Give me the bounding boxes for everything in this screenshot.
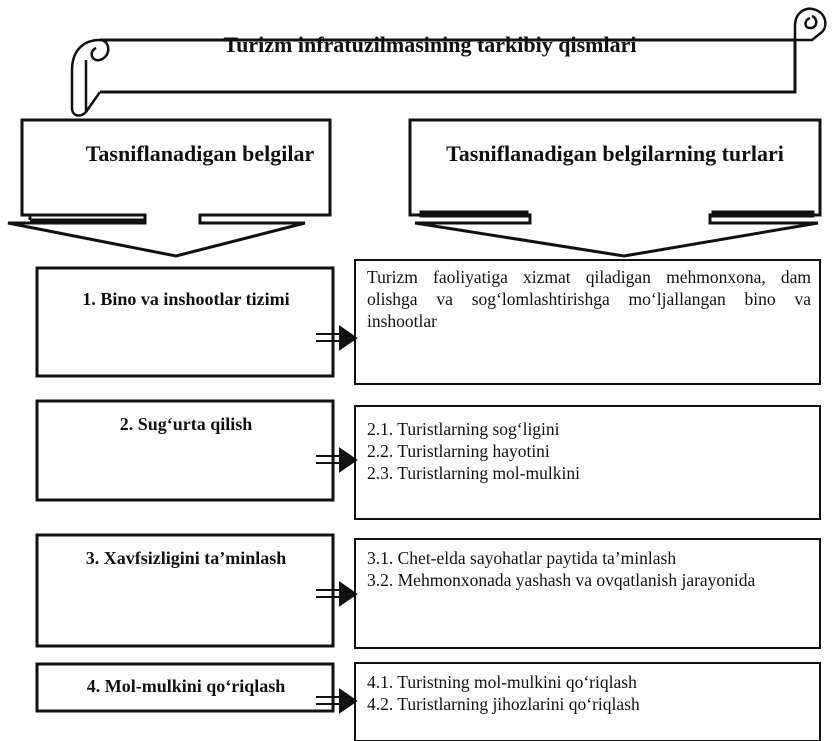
type-list-3: 3.1. Chet-elda sayohatlar paytida ta’min… <box>367 547 811 591</box>
list-item: 4.2. Turistlarning jihozlarini qo‘riqlas… <box>367 694 640 714</box>
list-item: 4.1. Turistning mol-mulkini qo‘riqlash <box>367 672 637 692</box>
arrow-1 <box>316 325 358 351</box>
list-item: 2.3. Turistlarning mol-mulkini <box>367 463 580 483</box>
arrow-4 <box>316 688 358 714</box>
category-box-1 <box>35 266 335 378</box>
category-label-2: 2. Sug‘urta qilish <box>119 414 253 434</box>
type-list-4: 4.1. Turistning mol-mulkini qo‘riqlash 4… <box>367 671 811 715</box>
header-shape-left <box>7 118 332 258</box>
category-box-2 <box>35 399 335 502</box>
arrow-3 <box>316 581 358 607</box>
type-box-1 <box>354 259 821 385</box>
category-box-4 <box>35 662 335 713</box>
list-item: 2.1. Turistlarning sog‘ligini <box>367 419 560 439</box>
type-box-2 <box>354 405 821 520</box>
type-list-1: Turizm faoliyatiga xizmat qiladigan mehm… <box>367 266 811 332</box>
header-right: Tasniflanadigan belgilarning turlari <box>446 141 784 166</box>
type-list-2: 2.1. Turistlarning sog‘ligini 2.2. Turis… <box>367 418 811 484</box>
diagram-title: Turizm infratuzilmasining tarkibiy qisml… <box>223 32 637 57</box>
scroll-banner <box>70 7 827 117</box>
list-item: 3.2. Mehmonxonada yashash va ovqatlanish… <box>367 570 756 590</box>
arrow-2 <box>316 447 358 473</box>
category-label-4: 4. Mol-mulkini qo‘riqlash <box>86 676 286 696</box>
category-label-3: 3. Xavfsizligini ta’minlash <box>85 548 287 568</box>
list-item: 2.2. Turistlarning hayotini <box>367 441 550 461</box>
header-left: Tasniflanadigan belgilar <box>85 141 315 166</box>
header-shape-right <box>408 118 822 258</box>
list-item: Turizm faoliyatiga xizmat qiladigan mehm… <box>367 267 811 331</box>
category-label-1: 1. Bino va inshootlar tizimi <box>82 289 290 309</box>
list-item: 3.1. Chet-elda sayohatlar paytida ta’min… <box>367 548 677 568</box>
